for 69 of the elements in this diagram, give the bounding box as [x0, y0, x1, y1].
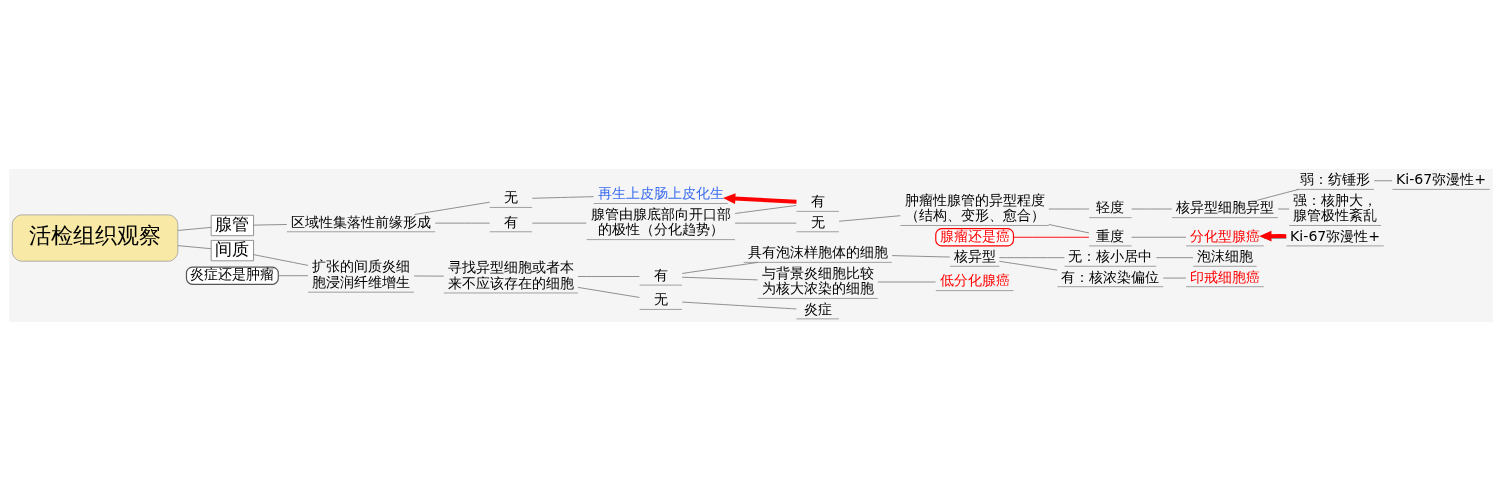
node-text: 再生上皮肠上皮化生	[597, 185, 724, 202]
node-box: 炎症还是肿瘤	[185, 266, 279, 285]
node-text: 与背景炎细胞比较为核大浓染的细胞	[761, 264, 874, 297]
node-box: 腺瘤还是癌	[935, 228, 1015, 247]
connector	[1131, 236, 1187, 238]
node-text: 肿瘤性腺管的异型程度（结构、变形、愈合）	[904, 191, 1045, 224]
node-text: 核异型	[953, 248, 996, 265]
connector	[681, 261, 759, 274]
node-text: 有	[653, 266, 668, 283]
connector	[253, 254, 309, 266]
connector	[413, 275, 445, 277]
connector	[891, 255, 951, 258]
connector	[681, 276, 759, 281]
node-text: 泡沫细胞	[1196, 248, 1253, 265]
connector	[434, 222, 491, 224]
node-text: 核异型细胞异型	[1175, 199, 1274, 216]
node-box: 活检组织观察	[11, 214, 179, 262]
connector	[1373, 180, 1393, 182]
connector	[531, 222, 587, 224]
node-text: 区域性集落性前缘形成	[291, 213, 432, 230]
connector	[577, 286, 640, 298]
connector	[1048, 208, 1090, 210]
connector	[998, 260, 1058, 271]
connector	[1048, 224, 1090, 234]
node-text: 弱：纺锤形	[1300, 171, 1371, 188]
node-text: 扩张的间质炎细胞浸润纤维增生	[312, 258, 411, 291]
connector	[734, 205, 797, 214]
connector	[414, 201, 491, 215]
connector	[1162, 277, 1187, 279]
connector	[177, 245, 212, 250]
node-text: 无	[810, 213, 825, 230]
node-text: 无	[653, 291, 668, 308]
node-text: Ki-67弥漫性+	[1396, 171, 1487, 188]
node-text: 重度	[1096, 227, 1125, 244]
node-text: 炎症	[803, 300, 832, 317]
connector	[998, 257, 1065, 259]
node-box: 腺管	[210, 214, 254, 237]
connector	[577, 276, 640, 277]
connector	[838, 215, 901, 222]
connector	[1277, 208, 1290, 210]
node-text: 有	[810, 193, 825, 210]
connector	[1155, 257, 1194, 259]
connector	[177, 226, 212, 231]
node-text: 强：核肿大，腺管极性紊乱	[1293, 191, 1378, 224]
connector	[877, 281, 937, 283]
node-text: 有	[503, 213, 518, 230]
connector	[277, 275, 309, 277]
node-text: 轻度	[1096, 199, 1125, 216]
node-text: 低分化腺癌	[939, 272, 1010, 289]
node-text: 无：核小居中	[1068, 248, 1153, 265]
connector	[1131, 208, 1173, 210]
arrow	[723, 193, 797, 204]
node-text: 寻找异型细胞或者本来不应该存在的细胞	[447, 259, 574, 291]
node-text: 腺管由腺底部向开口部的极性（分化趋势）	[590, 205, 731, 238]
connector	[531, 196, 595, 199]
connector	[1256, 188, 1300, 201]
node-text: 有：核浓染偏位	[1061, 268, 1160, 285]
connector	[253, 224, 288, 226]
connector	[734, 222, 797, 224]
connector	[1263, 237, 1287, 239]
node-text: 无	[503, 189, 518, 206]
node-text: Ki-67弥漫性+	[1290, 227, 1381, 244]
connector	[1013, 236, 1090, 238]
node-box: 间质	[210, 240, 254, 262]
connector	[681, 301, 797, 310]
node-text: 具有泡沫样胞体的细胞	[747, 244, 888, 261]
arrow	[1259, 230, 1287, 242]
node-text: 印戒细胞癌	[1189, 268, 1260, 285]
node-text: 分化型腺癌	[1189, 227, 1260, 244]
